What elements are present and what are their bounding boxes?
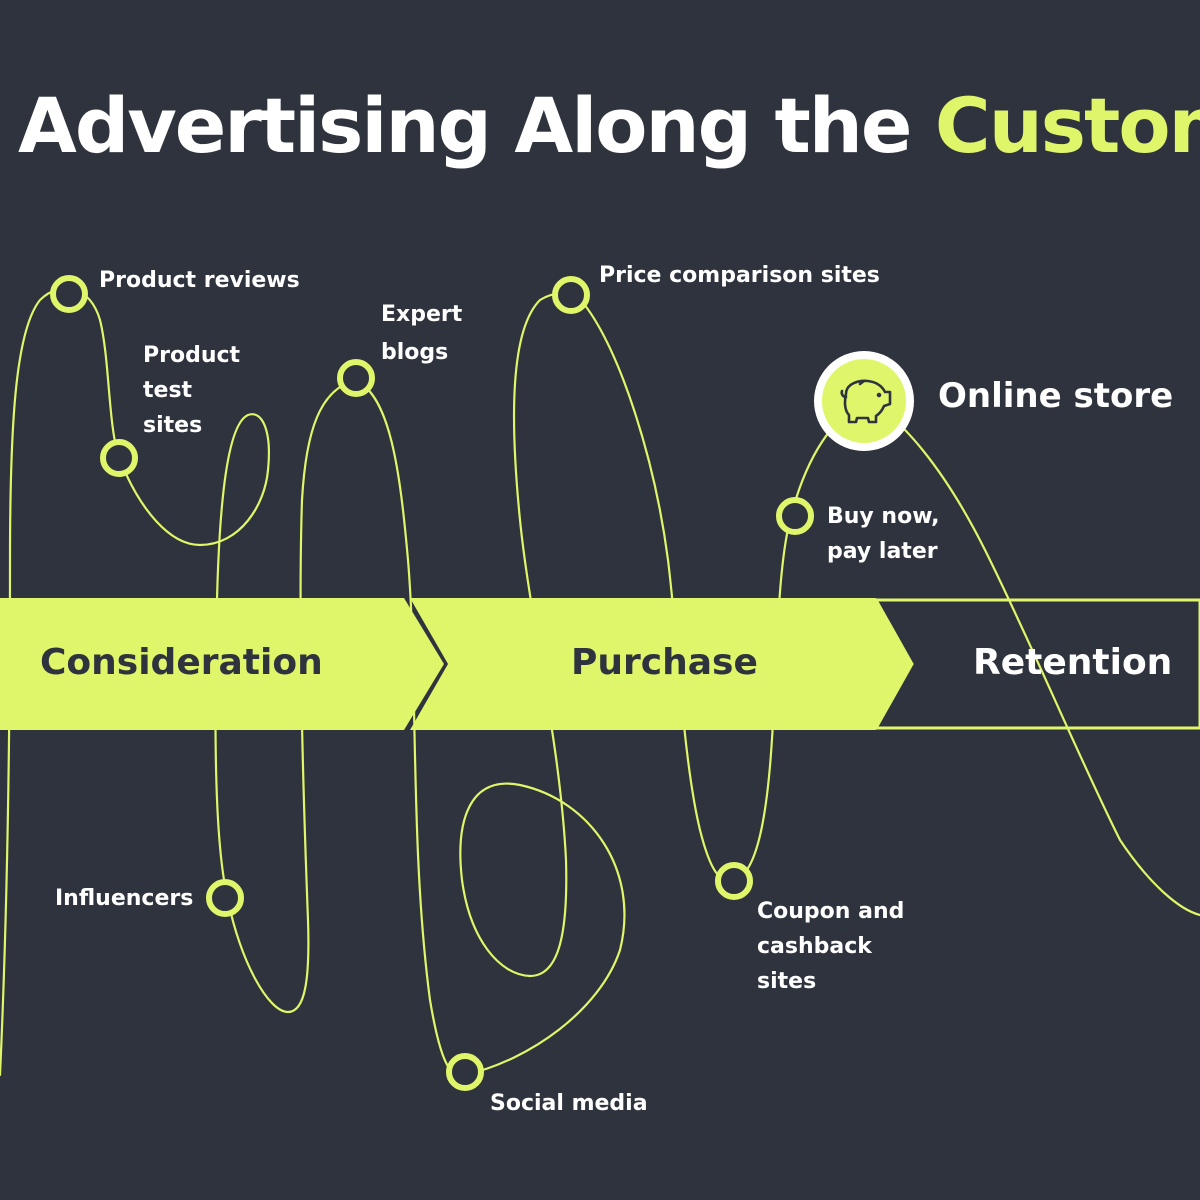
label-social-media: Social media <box>490 1086 648 1121</box>
label-product-test-sites: Product test sites <box>143 338 240 443</box>
stage-purchase: Purchase <box>571 642 758 683</box>
label-buy-now-pay-later: Buy now, pay later <box>827 499 939 569</box>
label-line: blogs <box>381 340 449 365</box>
waypoint-product-reviews[interactable] <box>50 275 88 313</box>
label-line: Expert <box>381 302 463 327</box>
waypoint-price-comparison[interactable] <box>552 276 590 314</box>
waypoint-expert-blogs[interactable] <box>337 359 375 397</box>
label-coupon-cashback: Coupon and cashback sites <box>757 894 904 999</box>
label-expert-blogs: Expert blogs <box>381 296 462 372</box>
label-influencers: Influencers <box>55 881 193 916</box>
label-social-media-text: Social media <box>490 1091 648 1116</box>
waypoint-product-test-sites[interactable] <box>100 439 138 477</box>
title-accent: Customer <box>934 81 1200 170</box>
piggy-bank-icon <box>840 379 892 424</box>
waypoint-buy-now-pay-later[interactable] <box>776 497 814 535</box>
label-product-reviews: Product reviews <box>99 263 300 298</box>
journey-path <box>0 287 1200 1077</box>
title-main: Advertising Along the <box>18 81 912 170</box>
waypoint-social-media[interactable] <box>446 1053 484 1091</box>
label-line: pay later <box>827 539 938 564</box>
label-line: test <box>143 378 193 403</box>
label-online-store: Online store <box>938 376 1174 416</box>
label-line: Buy now, <box>827 504 940 529</box>
stage-consideration: Consideration <box>40 642 323 683</box>
label-line: Product <box>143 343 241 368</box>
stage-banner-consideration <box>0 598 444 730</box>
waypoint-influencers[interactable] <box>206 879 244 917</box>
stage-retention: Retention <box>973 642 1173 683</box>
online-store-badge[interactable] <box>814 351 914 451</box>
label-product-reviews-text: Product reviews <box>99 268 300 293</box>
waypoint-coupon-cashback[interactable] <box>715 862 753 900</box>
label-line: Coupon and <box>757 899 905 924</box>
label-price-comparison-text: Price comparison sites <box>599 263 880 288</box>
label-line: cashback <box>757 934 872 959</box>
label-influencers-text: Influencers <box>55 886 194 911</box>
page-title: Advertising Along the Customer <box>18 88 1200 164</box>
label-price-comparison: Price comparison sites <box>599 258 880 293</box>
label-line: sites <box>757 969 817 994</box>
label-line: sites <box>143 413 203 438</box>
